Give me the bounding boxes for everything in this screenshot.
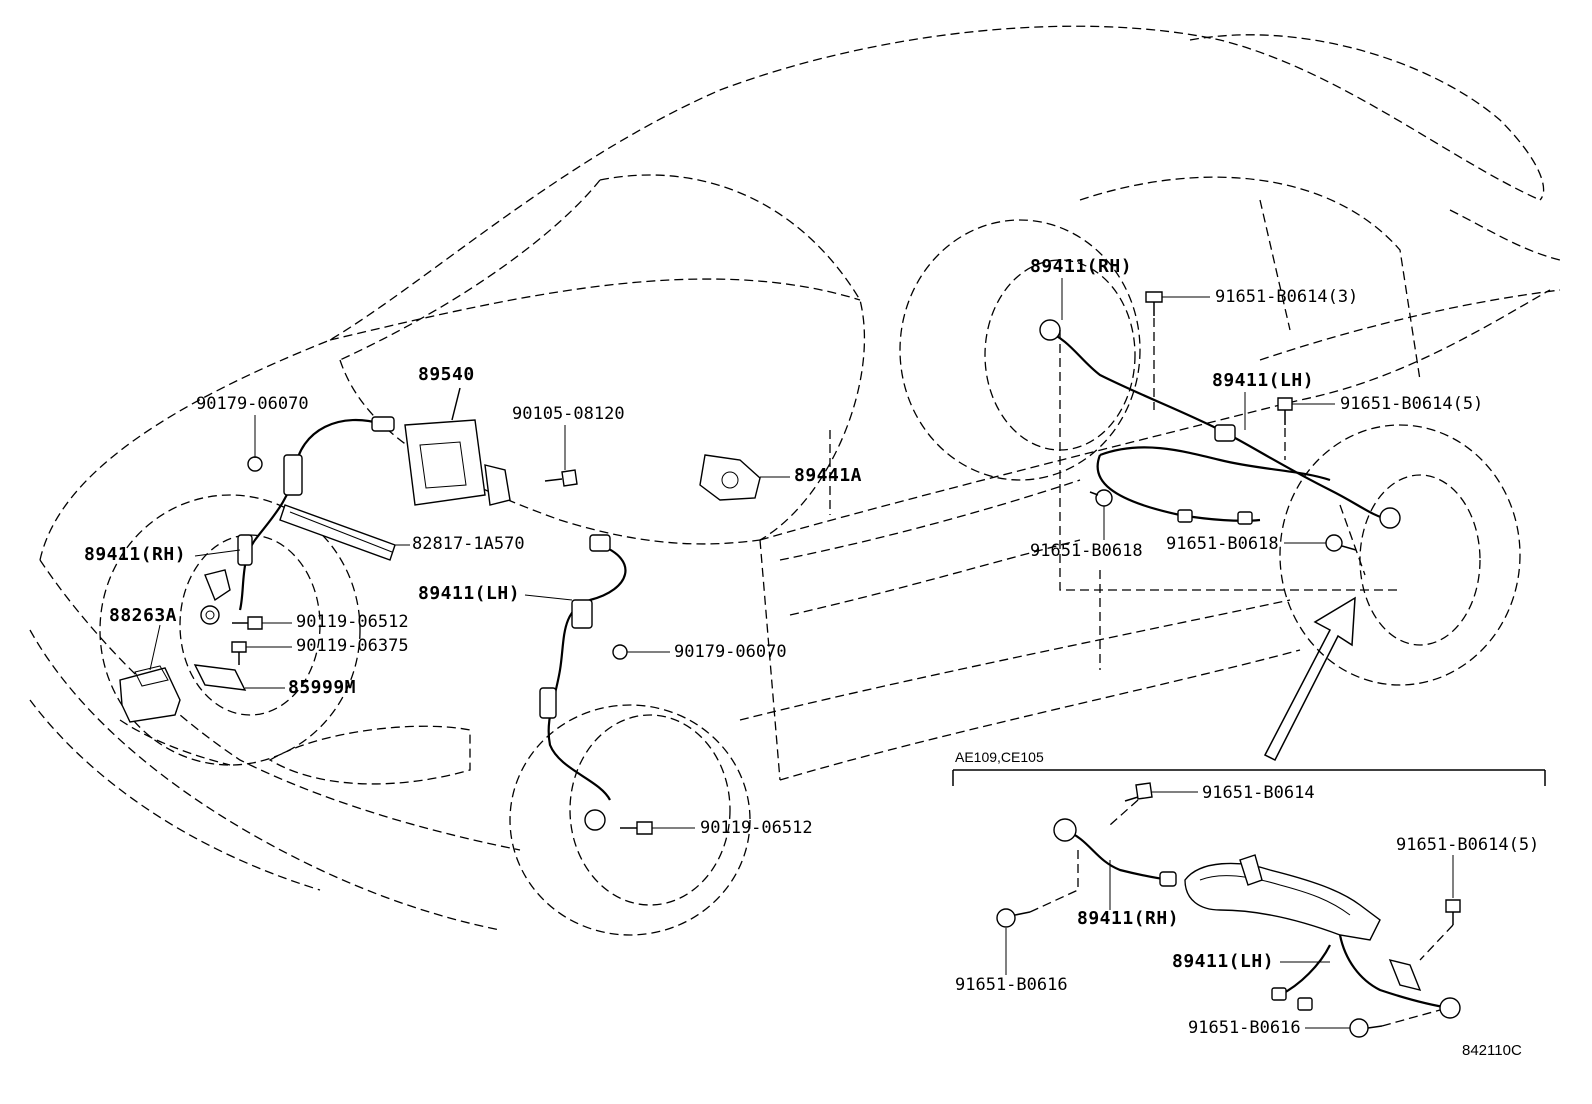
callout-90119-06512-front-rh: 90119-06512: [296, 612, 409, 632]
inset-model-label: AE109,CE105: [955, 749, 1044, 765]
callout-89411-rh-rear: 89411(RH): [1030, 256, 1133, 277]
bracket-strip: [279, 504, 396, 561]
callout-91651-b0614-3: 91651-B0614(3): [1215, 287, 1359, 307]
relay-88263a: [119, 665, 181, 723]
callout-90119-06512-front-lh: 90119-06512: [700, 818, 813, 838]
callout-inset-91651-b0616-left: 91651-B0616: [955, 975, 1068, 995]
front-left-wheel: [99, 494, 361, 766]
leader-lines: [149, 278, 1335, 829]
rear-sensor-harness: [1039, 319, 1401, 529]
figure-code: 842110C: [1462, 1042, 1522, 1059]
callout-85999m: 85999M: [288, 677, 357, 698]
callout-inset-89411-lh: 89411(LH): [1172, 951, 1275, 972]
callout-inset-91651-b0614-5: 91651-B0614(5): [1396, 835, 1540, 855]
callout-89411-lh-front: 89411(LH): [418, 583, 521, 604]
rear-right-wheel: [1279, 424, 1521, 686]
rear-guide-lines: [1059, 318, 1400, 591]
car-body-outline: [29, 25, 1561, 931]
front-rh-sensor-harness: [200, 416, 395, 625]
callout-90179-06070-lower: 90179-06070: [674, 642, 787, 662]
callout-91651-b0618-left: 91651-B0618: [1030, 541, 1143, 561]
callout-91651-b0614-5: 91651-B0614(5): [1340, 394, 1484, 414]
callout-82817-1a570: 82817-1A570: [412, 534, 525, 554]
front-lh-sensor-harness: [539, 534, 627, 831]
callout-inset-89411-rh: 89411(RH): [1077, 908, 1180, 929]
inset-harness: [996, 782, 1461, 1038]
ecu-89540: [404, 387, 511, 506]
callout-inset-91651-b0614: 91651-B0614: [1202, 783, 1315, 803]
callout-89441a: 89441A: [794, 465, 863, 486]
callout-90179-06070-upper: 90179-06070: [196, 394, 309, 414]
callout-88263a: 88263A: [109, 605, 178, 626]
bracket-85999m: [193, 664, 247, 691]
callout-89540: 89540: [418, 364, 475, 385]
callout-inset-91651-b0616-bottom: 91651-B0616: [1188, 1018, 1301, 1038]
callout-90105-08120: 90105-08120: [512, 404, 625, 424]
callout-89411-lh-rear: 89411(LH): [1212, 370, 1315, 391]
detail-arrow: [1263, 596, 1356, 762]
sensor-89441a: [699, 454, 761, 501]
inset-bracket: [952, 769, 1546, 786]
callout-89411-rh-front: 89411(RH): [84, 544, 187, 565]
bolts: [231, 291, 1357, 835]
callout-90119-06375: 90119-06375: [296, 636, 409, 656]
callout-91651-b0618-right: 91651-B0618: [1166, 534, 1279, 554]
front-right-wheel: [509, 704, 751, 936]
